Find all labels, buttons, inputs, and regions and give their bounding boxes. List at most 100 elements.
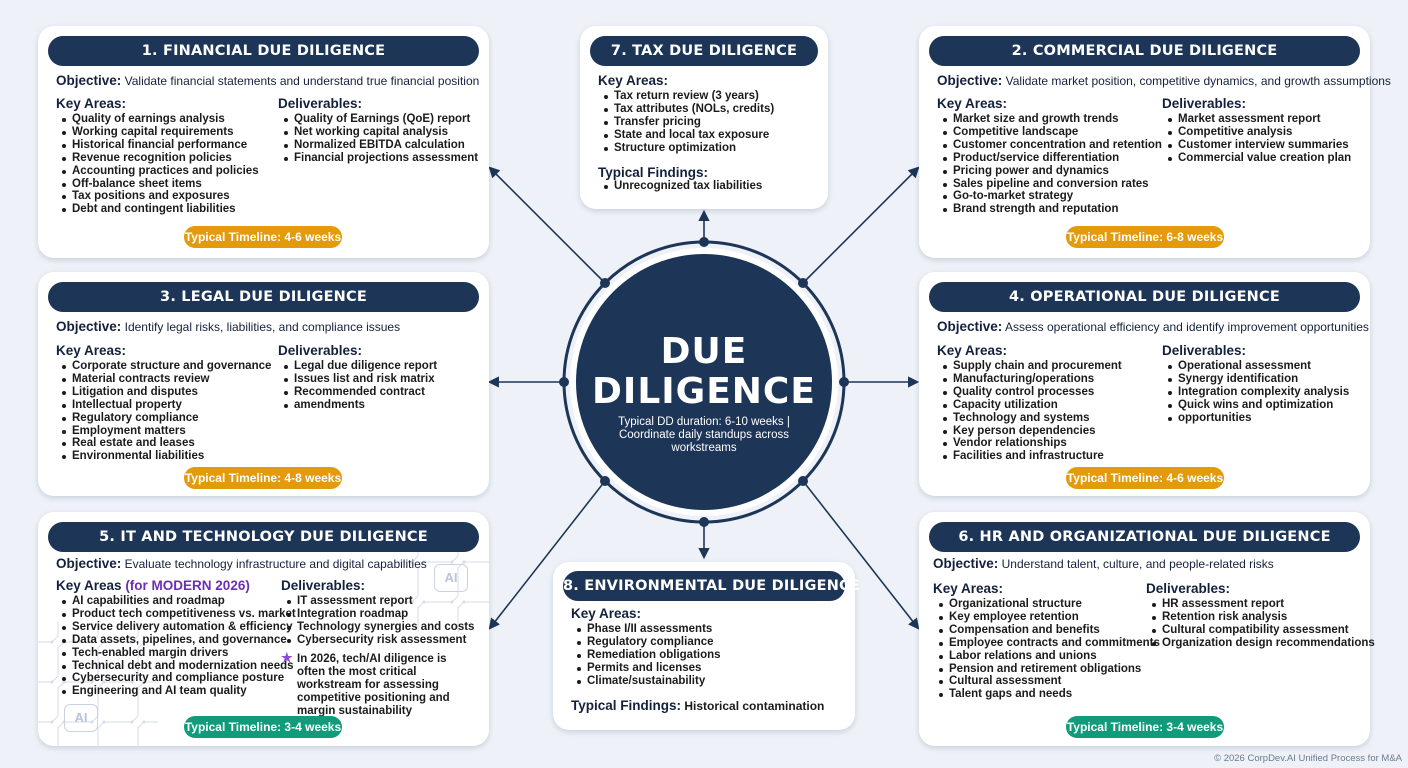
list-item: HR assessment report xyxy=(1146,598,1375,611)
list-item: Legal due diligence report xyxy=(278,360,437,373)
card-title: 7. TAX DUE DILIGENCE xyxy=(590,36,818,66)
hub-duration-note: Typical DD duration: 6-10 weeks | Coordi… xyxy=(618,416,790,454)
card-title: 2. COMMERCIAL DUE DILIGENCE xyxy=(929,36,1360,66)
list-item: Normalized EBITDA calculation xyxy=(278,139,478,152)
list-item: Compensation and benefits xyxy=(933,624,1160,637)
list-item: Transfer pricing xyxy=(598,116,774,129)
hub-title: DUE DILIGENCE xyxy=(592,331,816,412)
card-title: 8. ENVIRONMENTAL DUE DILIGENCE xyxy=(563,571,860,601)
timeline-badge: Typical Timeline: 4-6 weeks xyxy=(1066,467,1224,489)
list-item: Integration complexity analysis xyxy=(1162,386,1349,399)
typical-findings: Typical Findings: Unrecognized tax liabi… xyxy=(598,165,763,193)
tax-dd-card: 7. TAX DUE DILIGENCE Key Areas: Tax retu… xyxy=(580,26,828,209)
list-item: Pension and retirement obligations xyxy=(933,663,1160,676)
list-item: Material contracts review xyxy=(56,373,271,386)
list-item: Product/service differentiation xyxy=(937,152,1162,165)
objective: Objective: Identify legal risks, liabili… xyxy=(56,319,401,334)
timeline-badge: Typical Timeline: 3-4 weeks xyxy=(184,716,342,738)
list-item: Facilities and infrastructure xyxy=(937,450,1122,463)
list-item: Synergy identification xyxy=(1162,373,1349,386)
list-item: Phase I/II assessments xyxy=(571,623,721,636)
timeline-badge: Typical Timeline: 4-8 weeks xyxy=(184,467,342,489)
list-item: Tax positions and exposures xyxy=(56,190,259,203)
list-item: Issues list and risk matrix xyxy=(278,373,437,386)
list-item: Regulatory compliance xyxy=(56,412,271,425)
environmental-dd-card: 8. ENVIRONMENTAL DUE DILIGENCE Key Areas… xyxy=(553,562,860,730)
list-item: Supply chain and procurement xyxy=(937,360,1122,373)
list-item: opportunities xyxy=(1162,412,1349,425)
list-item: Quality of Earnings (QoE) report xyxy=(278,113,478,126)
list-item: Vendor relationships xyxy=(937,437,1122,450)
operational-dd-card: 4. OPERATIONAL DUE DILIGENCE Objective: … xyxy=(919,272,1370,496)
financial-dd-card: 1. FINANCIAL DUE DILIGENCE Objective: Va… xyxy=(38,26,489,258)
list-item: Cultural compatibility assessment xyxy=(1146,624,1375,637)
deliverables: Deliverables: Quality of Earnings (QoE) … xyxy=(278,96,479,165)
hr-dd-card: 6. HR AND ORGANIZATIONAL DUE DILIGENCE O… xyxy=(919,512,1375,746)
list-item: Cybersecurity risk assessment xyxy=(281,634,474,647)
list-item: Cybersecurity and compliance posture xyxy=(56,672,296,685)
objective: Objective: Validate financial statements… xyxy=(56,73,480,88)
list-item: Net working capital analysis xyxy=(278,126,478,139)
star-icon: ★ xyxy=(281,650,293,665)
list-item: Tech-enabled margin drivers xyxy=(56,647,296,660)
timeline-badge: Typical Timeline: 6-8 weeks xyxy=(1066,226,1224,248)
list-item: Climate/sustainability xyxy=(571,675,721,688)
ai-chip-icon: AI xyxy=(434,564,468,592)
it-dd-card: AI AI 5. IT AND TECHNOLOGY DUE DILIGENCE… xyxy=(38,512,489,746)
list-item: Tax return review (3 years) xyxy=(598,90,774,103)
list-item: Historical financial performance xyxy=(56,139,259,152)
list-item: Quality control processes xyxy=(937,386,1122,399)
list-item: Competitive analysis xyxy=(1162,126,1351,139)
list-item: Market size and growth trends xyxy=(937,113,1162,126)
list-item: Data assets, pipelines, and governance xyxy=(56,634,296,647)
list-item: Manufacturing/operations xyxy=(937,373,1122,386)
list-item: Key employee retention xyxy=(933,611,1160,624)
key-areas: Key Areas: Market size and growth trends… xyxy=(937,96,1162,216)
typical-findings: Typical Findings: Historical contaminati… xyxy=(571,698,825,713)
list-item: Market assessment report xyxy=(1162,113,1351,126)
deliverables: Deliverables: Legal due diligence report… xyxy=(278,343,438,412)
list-item: Talent gaps and needs xyxy=(933,688,1160,701)
timeline-badge: Typical Timeline: 3-4 weeks xyxy=(1066,716,1224,738)
card-title: 6. HR AND ORGANIZATIONAL DUE DILIGENCE xyxy=(929,522,1360,552)
list-item: Brand strength and reputation xyxy=(937,203,1162,216)
list-item: Working capital requirements xyxy=(56,126,259,139)
list-item: Operational assessment xyxy=(1162,360,1349,373)
list-item: Real estate and leases xyxy=(56,437,271,450)
list-item: Competitive landscape xyxy=(937,126,1162,139)
list-item: Quality of earnings analysis xyxy=(56,113,259,126)
list-item: Retention risk analysis xyxy=(1146,611,1375,624)
list-item: Key person dependencies xyxy=(937,425,1122,438)
card-title: 4. OPERATIONAL DUE DILIGENCE xyxy=(929,282,1360,312)
objective: Objective: Understand talent, culture, a… xyxy=(933,556,1274,571)
list-item: Off-balance sheet items xyxy=(56,178,259,191)
objective: Objective: Assess operational efficiency… xyxy=(937,319,1369,334)
list-item: Debt and contingent liabilities xyxy=(56,203,259,216)
list-item: State and local tax exposure xyxy=(598,129,774,142)
list-item: Remediation obligations xyxy=(571,649,721,662)
list-item: Environmental liabilities xyxy=(56,450,271,463)
list-item: Customer interview summaries xyxy=(1162,139,1351,152)
list-item: Unrecognized tax liabilities xyxy=(598,180,762,193)
list-item: amendments xyxy=(278,399,437,412)
list-item: Regulatory compliance xyxy=(571,636,721,649)
copyright-footer: © 2026 CorpDev.AI Unified Process for M&… xyxy=(1214,753,1402,764)
list-item: Accounting practices and policies xyxy=(56,165,259,178)
key-areas: Key Areas: Tax return review (3 years)Ta… xyxy=(598,73,775,154)
list-item: Product tech competitiveness vs. market xyxy=(56,608,296,621)
ai-chip-icon: AI xyxy=(64,704,98,732)
list-item: Litigation and disputes xyxy=(56,386,271,399)
commercial-dd-card: 2. COMMERCIAL DUE DILIGENCE Objective: V… xyxy=(919,26,1391,258)
objective: Objective: Evaluate technology infrastru… xyxy=(56,556,427,571)
list-item: Customer concentration and retention xyxy=(937,139,1162,152)
list-item: Service delivery automation & efficiency xyxy=(56,621,296,634)
list-item: Financial projections assessment xyxy=(278,152,478,165)
list-item: Intellectual property xyxy=(56,399,271,412)
